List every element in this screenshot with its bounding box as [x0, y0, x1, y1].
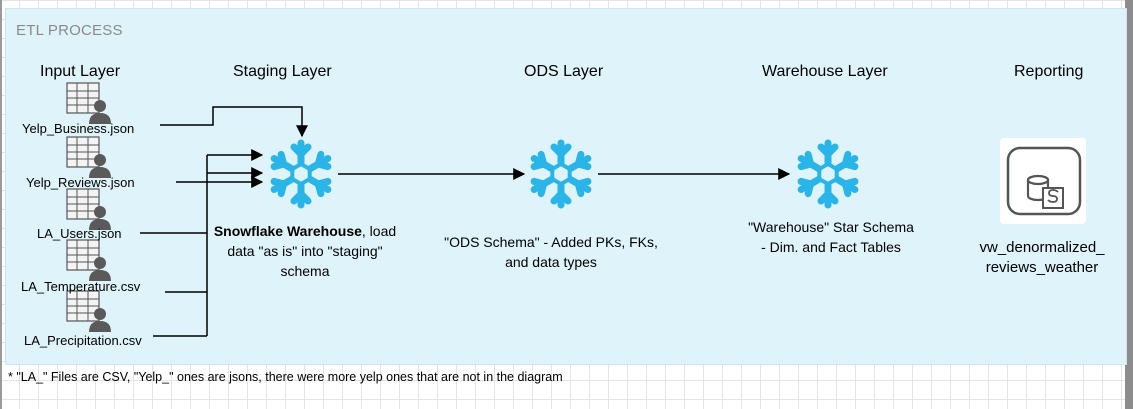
- etl-process-container: [5, 8, 1127, 365]
- window-left-edge: [0, 0, 2, 409]
- window-right-edge: [1125, 0, 1133, 409]
- file-label-la-precipitation: LA_Precipitation.csv: [24, 333, 142, 348]
- file-icon-la-temperature: [66, 239, 111, 281]
- staging-layer-heading: Staging Layer: [233, 63, 332, 80]
- reporting-icon-tile: [1000, 138, 1086, 224]
- reporting-heading: Reporting: [1014, 63, 1084, 80]
- sql-file-icon: [1006, 146, 1082, 216]
- staging-description: Snowflake Warehouse, load data "as is" i…: [212, 221, 398, 281]
- arrow-business-to-staging: [160, 106, 308, 138]
- file-label-la-temperature: LA_Temperature.csv: [21, 279, 141, 294]
- staging-description-bold: Snowflake Warehouse: [213, 223, 362, 239]
- warehouse-description: "Warehouse" Star Schema - Dim. and Fact …: [748, 219, 914, 255]
- file-label-yelp-business: Yelp_Business.json: [22, 121, 135, 136]
- panel-title: ETL PROCESS: [16, 22, 123, 39]
- snowflake-icon-warehouse: [797, 139, 859, 209]
- file-icon-yelp-business: [66, 82, 111, 124]
- warehouse-layer-heading: Warehouse Layer: [762, 63, 888, 80]
- file-icon-la-users: [66, 188, 111, 230]
- reporting-view-label: vw_denormalized_ reviews_weather: [979, 239, 1105, 276]
- file-icon-la-precipitation: [66, 290, 111, 332]
- footnote: * "LA_" Files are CSV, "Yelp_" ones are …: [8, 370, 563, 384]
- file-icon-yelp-reviews: [66, 136, 111, 178]
- ods-description: "ODS Schema" - Added PKs, FKs, and data …: [444, 234, 658, 270]
- file-label-la-users: LA_Users.json: [37, 226, 122, 241]
- file-label-yelp-reviews: Yelp_Reviews.json: [26, 175, 135, 190]
- snowflake-icon-staging: [270, 139, 332, 209]
- snowflake-icon-ods: [530, 139, 592, 209]
- input-layer-heading: Input Layer: [40, 63, 121, 80]
- staging-description-rest: , load data "as is" into "staging" schem…: [227, 223, 397, 279]
- ods-layer-heading: ODS Layer: [524, 63, 604, 80]
